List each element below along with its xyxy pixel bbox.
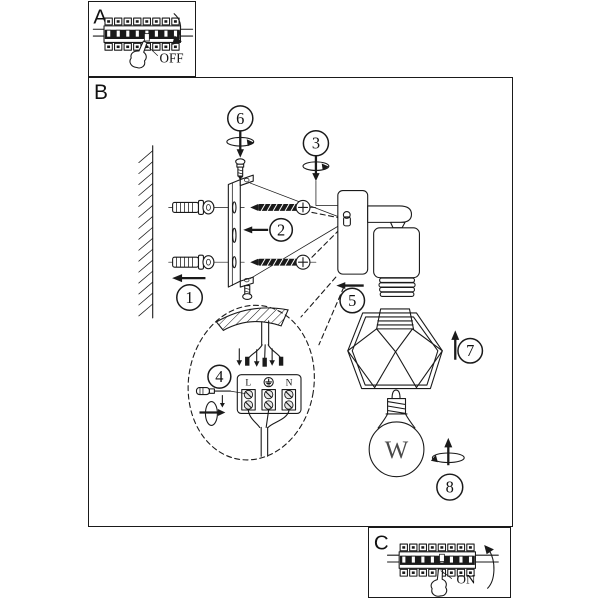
panel-a-label: A (93, 5, 107, 28)
detail-callout-lines (300, 276, 345, 346)
step-7-marker: 7 (451, 330, 484, 364)
step-number: 8 (446, 478, 454, 497)
step-number: 6 (236, 109, 244, 128)
step-number: 1 (185, 288, 193, 307)
bulb-screw-base (385, 397, 408, 415)
step-number: 7 (466, 341, 474, 360)
light-bulb: W (368, 389, 425, 478)
callout-line (440, 570, 453, 579)
flip-down-arrow-icon (172, 13, 182, 45)
panel-a-drawing: A OFF (92, 5, 194, 69)
shade-collar (376, 308, 415, 330)
pointing-hand-icon (430, 568, 448, 597)
bracket-bottom-screw (242, 285, 253, 300)
supply-cable (236, 320, 284, 367)
step-number: 4 (215, 367, 223, 386)
step-2-marker: 2 (243, 217, 294, 242)
rotate-direction-icon (431, 452, 465, 464)
breaker-on-label: ON (457, 571, 476, 586)
up-arrow-icon (451, 330, 460, 340)
lamp-socket (373, 227, 420, 279)
wiring-detail-bubble: L N 4 (187, 304, 315, 461)
ceiling-section (215, 307, 289, 332)
wire-cage-shade (347, 308, 443, 390)
circuit-breaker-row (386, 543, 499, 577)
panel-a-power-off: A OFF (88, 1, 196, 77)
fixing-screw (235, 158, 246, 181)
panel-c-power-on: C ON (368, 527, 511, 598)
fixture-arm (367, 205, 413, 223)
mounting-bracket (227, 174, 344, 300)
socket-thread (378, 277, 416, 297)
switched-off-toggle (144, 33, 150, 42)
step-6-marker: 6 (226, 105, 255, 181)
screwdriver-icon (195, 387, 246, 396)
step-number: 3 (312, 134, 320, 153)
wall (138, 145, 154, 319)
panel-b-label: B (94, 81, 108, 104)
pointing-hand-icon (129, 40, 148, 69)
switched-on-toggle (439, 553, 445, 562)
neutral-terminal-label: N (286, 379, 293, 389)
down-arrow-icon (236, 348, 275, 367)
keyhole-slot (342, 210, 351, 219)
flip-up-arrow-icon (484, 545, 495, 589)
step-number: 5 (348, 291, 356, 310)
step-4-marker: 4 (195, 364, 246, 426)
down-arrow-icon (312, 173, 320, 182)
step-1-marker: 1 (172, 274, 206, 312)
lamp-fixture (300, 189, 420, 346)
step-8-marker: 8 (430, 437, 465, 501)
left-arrow-icon (336, 282, 346, 290)
earth-ground-icon (263, 376, 274, 388)
step-number: 2 (277, 220, 285, 239)
circuit-breaker-row (92, 17, 194, 51)
panel-c-drawing: C ON (374, 532, 499, 597)
mounting-screws (249, 199, 346, 270)
left-arrow-icon (172, 274, 183, 283)
terminal-block: L N (236, 374, 302, 457)
rotate-direction-icon (199, 395, 226, 426)
down-arrow-icon (236, 149, 244, 158)
callout-line (145, 44, 158, 56)
up-arrow-icon (444, 437, 453, 448)
left-arrow-icon (243, 226, 253, 234)
live-terminal-label: L (245, 379, 251, 389)
panel-b-drawing: B 1 6 (94, 81, 484, 501)
step-3-marker: 3 (302, 129, 339, 206)
breaker-off-label: OFF (160, 50, 184, 65)
panel-b-installation: B 1 6 (88, 77, 513, 527)
bulb-wattage-mark: W (385, 437, 409, 464)
panel-c-label: C (374, 532, 389, 554)
step-5-marker: 5 (336, 282, 366, 314)
